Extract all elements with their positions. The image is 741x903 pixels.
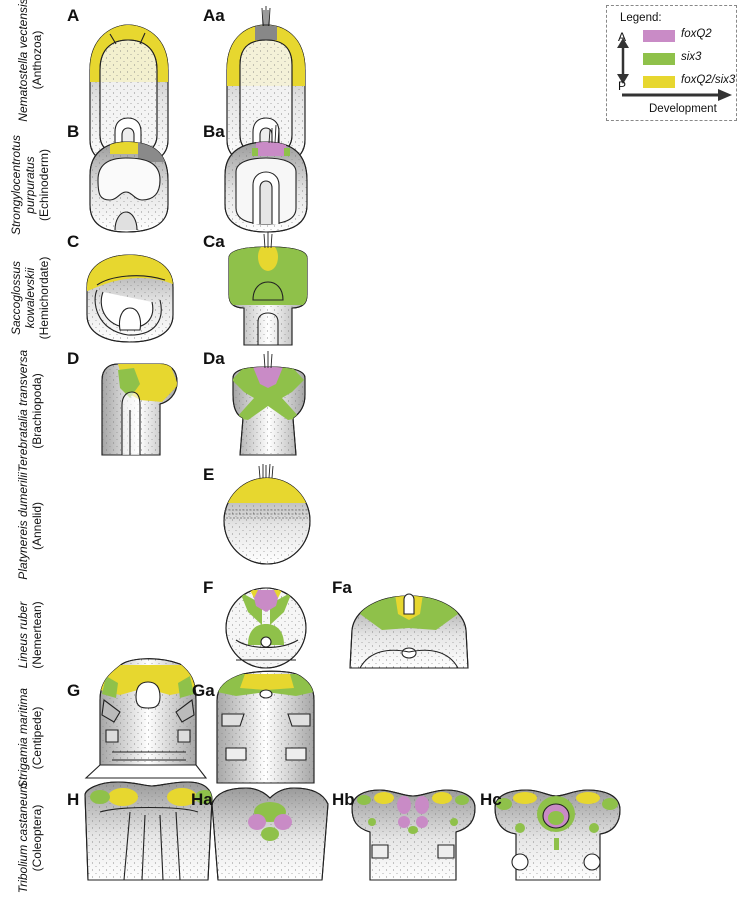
legend-swatch-foxq2: [643, 30, 675, 42]
species-group: (Coleoptera): [30, 773, 44, 903]
embryo-Aa: [225, 6, 307, 165]
legend-swatch-six3: [643, 53, 675, 65]
embryo-Ca: [227, 232, 309, 345]
species-name: Strongylocentrotus purpuratus: [9, 120, 37, 250]
legend-label-foxq2-six3: foxQ2/six3: [681, 74, 735, 86]
panel-label-F: F: [203, 578, 213, 598]
panel-label-H: H: [67, 790, 79, 810]
embryo-figure: [0, 0, 741, 882]
legend-box: Legend: A P foxQ2 six3 foxQ2/six3 Develo…: [606, 5, 737, 121]
embryo-Da: [232, 351, 305, 455]
panel-label-Hb: Hb: [332, 790, 355, 810]
species-label-row-8: Tribolium castaneum (Coleoptera): [16, 773, 44, 903]
panel-label-A: A: [67, 6, 79, 26]
embryo-D: [102, 364, 178, 455]
legend-swatch-foxq2-six3: [643, 76, 675, 88]
panel-label-Ga: Ga: [192, 681, 215, 701]
species-label-row-4: Terebratalia transversa (Brachiopoda): [16, 346, 44, 476]
species-label-row-1: Nematostella vectensis (Anthozoa): [16, 0, 44, 125]
embryo-F: [226, 588, 306, 668]
panel-label-Ba: Ba: [203, 122, 225, 142]
embryo-Fa: [350, 594, 468, 668]
species-name: Tribolium castaneum: [16, 773, 30, 903]
panel-label-E: E: [203, 465, 214, 485]
species-label-row-2: Strongylocentrotus purpuratus (Echinoder…: [9, 120, 51, 250]
panel-label-Aa: Aa: [203, 6, 225, 26]
embryo-G: [86, 659, 206, 778]
species-group: (Anthozoa): [30, 0, 44, 125]
species-label-row-3: Saccoglossus kowalevskii (Hemichordate): [9, 233, 51, 363]
legend-title: Legend:: [620, 12, 662, 24]
embryo-Ha: [212, 788, 328, 880]
panel-label-D: D: [67, 349, 79, 369]
panel-label-Fa: Fa: [332, 578, 352, 598]
legend-label-six3: six3: [681, 51, 701, 63]
species-name: Nematostella vectensis: [16, 0, 30, 125]
species-name: Saccoglossus kowalevskii: [9, 233, 37, 363]
species-group: (Echinoderm): [37, 120, 51, 250]
embryo-E: [222, 464, 312, 564]
embryo-Hb: [352, 790, 475, 880]
species-name: Terebratalia transversa: [16, 346, 30, 476]
panel-label-Hc: Hc: [480, 790, 502, 810]
legend-posterior-label: P: [618, 79, 626, 93]
embryo-B: [90, 140, 170, 232]
panel-label-B: B: [67, 122, 79, 142]
legend-development-label: Development: [649, 103, 717, 115]
legend-label-foxq2: foxQ2: [681, 28, 712, 40]
embryo-Ga: [217, 671, 314, 783]
panel-label-G: G: [67, 681, 80, 701]
panel-label-Ca: Ca: [203, 232, 225, 252]
panel-label-C: C: [67, 232, 79, 252]
species-group: (Hemichordate): [37, 233, 51, 363]
embryo-C: [85, 250, 175, 342]
panel-label-Ha: Ha: [191, 790, 213, 810]
panel-label-Da: Da: [203, 349, 225, 369]
embryo-Hc: [495, 790, 620, 880]
legend-anterior-label: A: [618, 30, 626, 44]
species-group: (Brachiopoda): [30, 346, 44, 476]
